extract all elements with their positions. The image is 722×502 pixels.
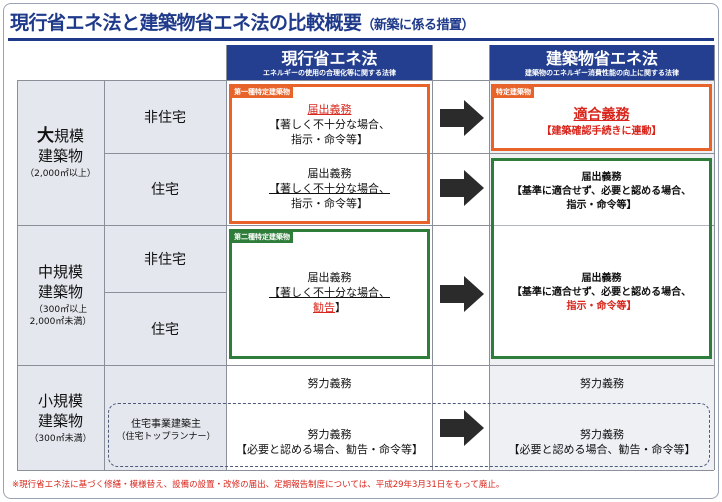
first-class-specified-tag: 第一種特定建築物 — [231, 86, 293, 98]
large-res-current-cell: 届出義務 【著しく不十分な場合、 指示・命令等】 — [232, 156, 427, 220]
category-medium-line1: 中規模 — [37, 263, 83, 281]
cell-line: 【著しく不十分な場合、 — [269, 286, 390, 299]
housing-builder-label: 住宅事業建築主 （住宅トップランナー） — [112, 418, 220, 444]
category-large-line1: 規模 — [53, 126, 84, 145]
category-medium-bg — [17, 225, 104, 365]
builder-new-cell: 努力義務 【必要と認める場合、勧告・命令等】 — [490, 422, 714, 462]
title-underline — [8, 38, 714, 41]
cell-line: 届出義務 — [307, 166, 352, 180]
category-medium: 中規模 建築物 （300㎡以上 2,000㎡未満） — [17, 225, 104, 365]
category-medium-line2: 建築物 — [37, 283, 83, 301]
large-residential-label: 住宅 — [151, 182, 179, 198]
grid-line — [489, 45, 490, 470]
notification-duty-new-box — [491, 158, 712, 359]
medium-nonresidential-label: 非住宅 — [144, 251, 186, 268]
category-small-line1: 小規模 — [37, 391, 83, 410]
arrow-right-icon — [440, 410, 484, 446]
cell-line: 届出義務 — [581, 272, 622, 284]
cell-line: 努力義務 — [580, 428, 624, 441]
category-medium-note2: 2,000㎡未満） — [29, 317, 92, 327]
current-law-subtitle: エネルギーの使用の合理化等に関する法律 — [263, 69, 396, 77]
small-new-cell: 努力義務 — [580, 376, 624, 390]
new-law-header: 建築物省エネ法 建築物のエネルギー消費性能の向上に関する法律 — [490, 45, 714, 80]
category-large-bold: 大 — [36, 125, 54, 146]
category-large: 大規模 建築物 （2,000㎡以上） — [17, 80, 104, 225]
category-small-line2: 建築物 — [37, 411, 83, 430]
page-title: 現行省エネ法と建築物省エネ法の比較概要（新築に係る措置） — [10, 8, 475, 36]
cell-line: 【建築確認手続きに連動】 — [541, 125, 662, 137]
category-large-note: （2,000㎡以上） — [25, 168, 96, 179]
cell-line: 努力義務 — [307, 428, 352, 441]
cell-line: 適合義務 — [573, 106, 630, 123]
builder-current-cell: 努力義務 【必要と認める場合、勧告・命令等】 — [227, 422, 432, 462]
current-law-title: 現行省エネ法 — [281, 49, 378, 68]
grid-line — [232, 153, 427, 154]
grid-line — [104, 80, 105, 470]
current-law-header: 現行省エネ法 エネルギーの使用の合理化等に関する法律 — [227, 45, 432, 80]
cell-line: 【基準に適合せず、必要と認める場合、 — [511, 186, 692, 197]
subcategory-medium-bg — [104, 225, 226, 365]
cell-line: 【必要と認める場合、勧告・命令等】 — [508, 443, 696, 456]
title-sub: （新築に係る措置） — [361, 18, 475, 33]
grid-line — [104, 292, 226, 293]
title-main: 現行省エネ法と建築物省エネ法の比較概要 — [10, 12, 362, 34]
medium-current-cell: 届出義務 【著しく不十分な場合、 勧告】 — [232, 250, 427, 335]
cell-line: 勧告 — [313, 301, 335, 314]
grid-line — [17, 365, 714, 366]
category-medium-note1: （300㎡以上 — [33, 305, 88, 315]
category-small-bg — [17, 365, 104, 470]
new-law-subtitle: 建築物のエネルギー消費性能の向上に関する法律 — [525, 69, 679, 77]
specified-building-box — [491, 84, 712, 151]
grid-line — [17, 80, 714, 81]
housing-builder-dashed-box — [108, 403, 710, 467]
subcategory-large-bg — [104, 80, 226, 225]
cell-line: 【必要と認める場合、勧告・命令等】 — [236, 443, 423, 456]
grid-line — [17, 470, 714, 471]
new-law-title: 建築物省エネ法 — [545, 49, 658, 68]
first-class-specified-box — [229, 84, 430, 224]
large-res-new-cell: 届出義務 【基準に適合せず、必要と認める場合、 指示・命令等】 — [494, 160, 709, 224]
medium-residential-label: 住宅 — [151, 321, 179, 338]
cell-line: 【著しく不十分な場合、 — [269, 117, 390, 131]
grid-line — [226, 45, 227, 470]
specified-building-tag: 特定建築物 — [493, 86, 534, 98]
large-nonres-current-cell: 届出義務 【著しく不十分な場合、 指示・命令等】 — [232, 96, 427, 152]
cell-line: 指示・命令等】 — [566, 200, 637, 211]
grid-line — [494, 225, 709, 226]
grid-line — [714, 45, 715, 470]
arrow-right-icon — [440, 100, 484, 136]
subcategory-small-bg — [104, 365, 226, 470]
cell-line: 【著しく不十分な場合、 — [269, 181, 390, 195]
footnote: ※現行省エネ法に基づく修繕・模様替え、設備の設置・改修の届出、定期報告制度につい… — [12, 480, 505, 490]
grid-line — [17, 225, 714, 226]
cell-line: 【基準に適合せず、必要と認める場合、 — [511, 286, 692, 298]
arrow-right-icon — [440, 170, 484, 206]
cell-line: 指示・命令等】 — [566, 300, 637, 312]
category-small-note: （300㎡未満） — [29, 433, 92, 444]
cell-line: 】 — [335, 301, 346, 314]
large-nonres-new-cell: 適合義務 【建築確認手続きに連動】 — [494, 96, 709, 148]
arrow-right-icon — [440, 276, 484, 312]
category-small: 小規模 建築物 （300㎡未満） — [17, 365, 104, 470]
cell-line: 届出義務 — [581, 172, 622, 183]
housing-builder-line2: （住宅トップランナー） — [116, 432, 216, 442]
housing-builder-line1: 住宅事業建築主 — [131, 419, 201, 430]
small-current-cell: 努力義務 — [307, 376, 352, 390]
cell-line: 届出義務 — [307, 102, 352, 116]
second-class-specified-box — [229, 229, 430, 359]
category-large-line2: 建築物 — [37, 146, 83, 165]
second-class-specified-tag: 第二種特定建築物 — [231, 231, 293, 243]
large-nonresidential-label: 非住宅 — [144, 109, 186, 126]
cell-line: 指示・命令等】 — [291, 132, 368, 146]
cell-line: 届出義務 — [307, 271, 352, 284]
medium-new-cell: 届出義務 【基準に適合せず、必要と認める場合、 指示・命令等】 — [494, 250, 709, 335]
grid-line — [432, 45, 433, 470]
cell-line: 指示・命令等】 — [291, 196, 368, 210]
category-large-bg — [17, 80, 104, 225]
grid-line — [17, 80, 18, 470]
